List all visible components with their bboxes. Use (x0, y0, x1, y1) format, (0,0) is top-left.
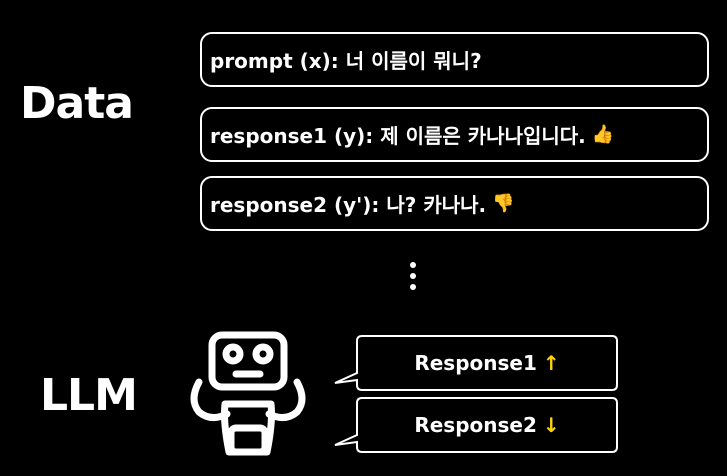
prompt-box: prompt (x): 너 이름이 뭐니? (200, 32, 709, 87)
robot-icon (185, 330, 313, 462)
response1-text: response1 (y): 제 이름은 카나나입니다. (210, 124, 586, 148)
data-label: Data (20, 78, 134, 129)
arrow-up-icon: ↑ (542, 351, 560, 375)
response1-label: Response1 (414, 351, 537, 375)
arrow-down-icon: ↓ (542, 413, 560, 437)
vertical-ellipsis-icon (408, 262, 418, 295)
prompt-text: prompt (x): 너 이름이 뭐니? (210, 49, 482, 73)
response2-bubble: Response2 ↓ (332, 395, 620, 455)
response2-text: response2 (y'): 나? 카나나. (210, 193, 487, 217)
thumbs-up-icon: 👍 (591, 124, 615, 145)
response1-box: response1 (y): 제 이름은 카나나입니다. 👍 (200, 107, 709, 162)
llm-label: LLM (40, 370, 138, 421)
response2-box: response2 (y'): 나? 카나나. 👎 (200, 176, 709, 231)
thumbs-down-icon: 👎 (492, 193, 515, 214)
response2-label: Response2 (414, 413, 537, 437)
response1-bubble: Response1 ↑ (332, 333, 620, 393)
